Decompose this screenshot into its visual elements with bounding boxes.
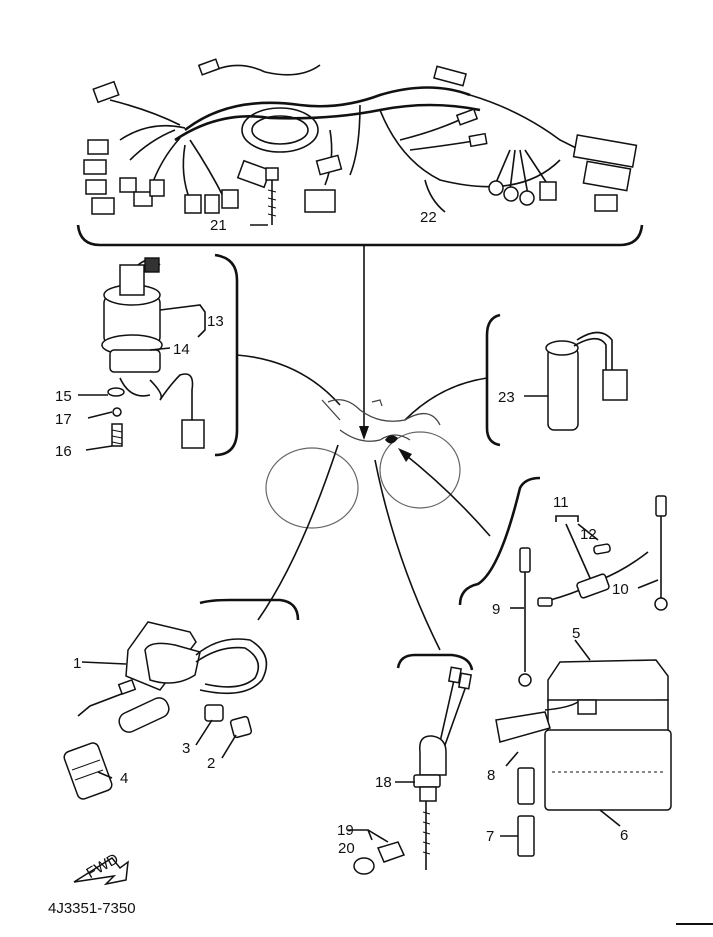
fuse xyxy=(593,543,611,555)
main-switch-group: 13 14 15 17 16 xyxy=(55,253,239,460)
battery-bracket xyxy=(458,476,541,606)
callout-4: 4 xyxy=(120,770,128,787)
neutral-switch-group: 18 19 20 xyxy=(337,653,474,875)
callout-9: 9 xyxy=(492,601,500,618)
lead-wire xyxy=(519,547,531,573)
callout-10: 10 xyxy=(612,581,629,598)
callout-16: 16 xyxy=(55,443,72,460)
neutral-locator-line xyxy=(374,459,441,651)
neutral-switch xyxy=(419,735,447,776)
connector xyxy=(304,189,336,213)
callout-20: 20 xyxy=(338,840,355,857)
callout-15: 15 xyxy=(55,388,72,405)
grip-connector xyxy=(602,369,628,401)
battery-locator-line xyxy=(401,451,491,537)
battery xyxy=(547,659,669,703)
harness-main-bundle xyxy=(184,86,471,132)
callout-22: 22 xyxy=(420,209,437,226)
screw xyxy=(229,715,253,739)
callout-7: 7 xyxy=(486,828,494,845)
callout-5: 5 xyxy=(572,625,580,642)
washer xyxy=(204,704,224,722)
callout-1: 1 xyxy=(73,655,81,672)
callout-13: 13 xyxy=(207,313,224,330)
coil-bracket xyxy=(199,598,300,621)
drawing-code: 4J3351-7350 xyxy=(48,900,136,917)
motorcycle-outline xyxy=(265,399,461,529)
fwd-arrow-icon xyxy=(73,857,129,886)
callout-21: 21 xyxy=(210,217,227,234)
fwd-arrow: FWD xyxy=(73,850,129,886)
wire-harness-group: 21 22 xyxy=(76,58,644,247)
grip-bracket xyxy=(485,313,501,447)
ignition-cap-boot xyxy=(118,697,170,733)
battery-group: 11 12 9 10 5 6 8 7 xyxy=(458,476,672,857)
breather-pipe xyxy=(517,767,535,805)
front-wheel xyxy=(265,447,359,529)
lead-wire xyxy=(655,495,667,517)
fuse-holder xyxy=(576,573,610,599)
callout-18: 18 xyxy=(375,774,392,791)
connector xyxy=(87,139,109,155)
callout-19: 19 xyxy=(337,822,354,839)
harness-coil-loop xyxy=(241,107,319,153)
callout-14: 14 xyxy=(173,341,190,358)
callout-23: 23 xyxy=(498,389,515,406)
coil-locator-line xyxy=(257,444,339,621)
callout-11: 11 xyxy=(553,494,569,511)
battery-cover xyxy=(544,729,672,811)
callout-17: 17 xyxy=(55,411,72,428)
grip-locator-line xyxy=(404,377,488,421)
throttle-grip-group: 23 xyxy=(485,313,628,447)
oil-level-switch xyxy=(376,841,406,863)
callout-8: 8 xyxy=(487,767,495,784)
washer xyxy=(107,387,125,397)
spark-plug-cap xyxy=(63,742,113,800)
callout-6: 6 xyxy=(620,827,628,844)
neutral-bracket xyxy=(396,653,474,671)
ignition-coil-group: 1 3 2 4 xyxy=(63,598,300,800)
connector xyxy=(92,80,120,104)
harness-bracket xyxy=(76,224,644,247)
battery-band xyxy=(495,711,551,743)
callout-3: 3 xyxy=(182,740,190,757)
switch-locator-line xyxy=(236,354,341,406)
gasket xyxy=(353,857,375,875)
main-switch-bracket xyxy=(214,253,239,457)
callout-2: 2 xyxy=(207,755,215,772)
rear-wheel xyxy=(379,431,461,509)
switch-connector xyxy=(181,419,205,449)
throttle-grip xyxy=(547,347,579,431)
lock-washer xyxy=(112,407,122,417)
bolt xyxy=(111,423,123,447)
callout-12: 12 xyxy=(580,526,597,543)
